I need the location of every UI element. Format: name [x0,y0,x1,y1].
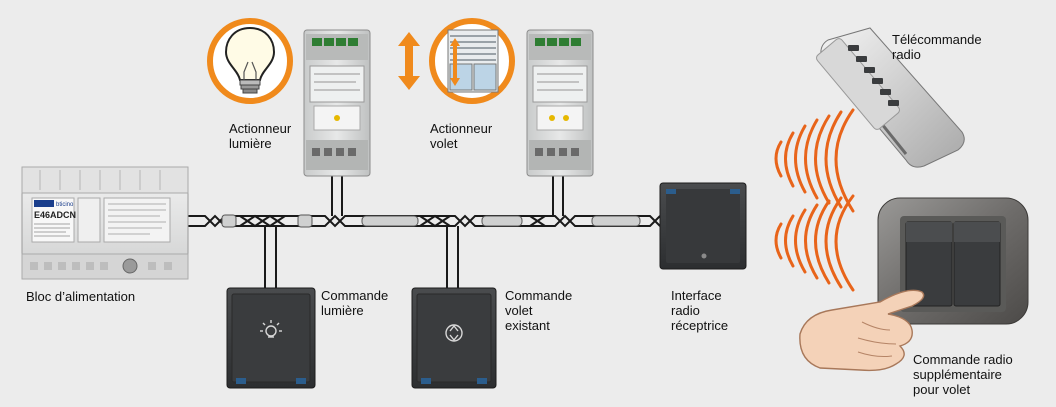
label-shutter-switch: Commande volet existant [505,288,573,333]
bus-wires [186,176,661,288]
up-down-arrow-icon [398,32,420,90]
label-light-actuator: Actionneur lumière [229,121,292,151]
label-remote: Télécommande radio [892,32,982,62]
light-symbol-icon [260,320,282,338]
shutter-switch-device [411,287,497,389]
radio-wall-switch-device [877,197,1029,325]
radio-interface-device [659,182,747,270]
psu-brand: bticino [56,202,74,208]
label-light-switch: Commande lumière [321,288,389,318]
psu-model: E46ADCN [34,210,76,220]
light-bulb-icon [207,18,293,104]
label-power-supply: Bloc d’alimentation [26,289,136,304]
window-shutter-icon [429,18,515,104]
light-actuator-module [303,29,371,177]
label-shutter-actuator: Actionneur volet [430,121,493,151]
shutter-actuator-module [526,29,594,177]
power-supply-unit: bticino E46ADCN [21,166,189,280]
pointing-hand-icon [799,289,925,372]
radio-waves-icon [774,108,855,292]
shutter-symbol-icon [445,324,463,342]
label-radio-switch: Commande radio supplémentaire pour volet [913,352,1013,397]
light-switch-device [226,287,316,389]
remote-control-device [816,27,965,168]
label-radio-interface: Interface radio réceptrice [671,288,729,333]
cable-sheaths [221,214,641,228]
